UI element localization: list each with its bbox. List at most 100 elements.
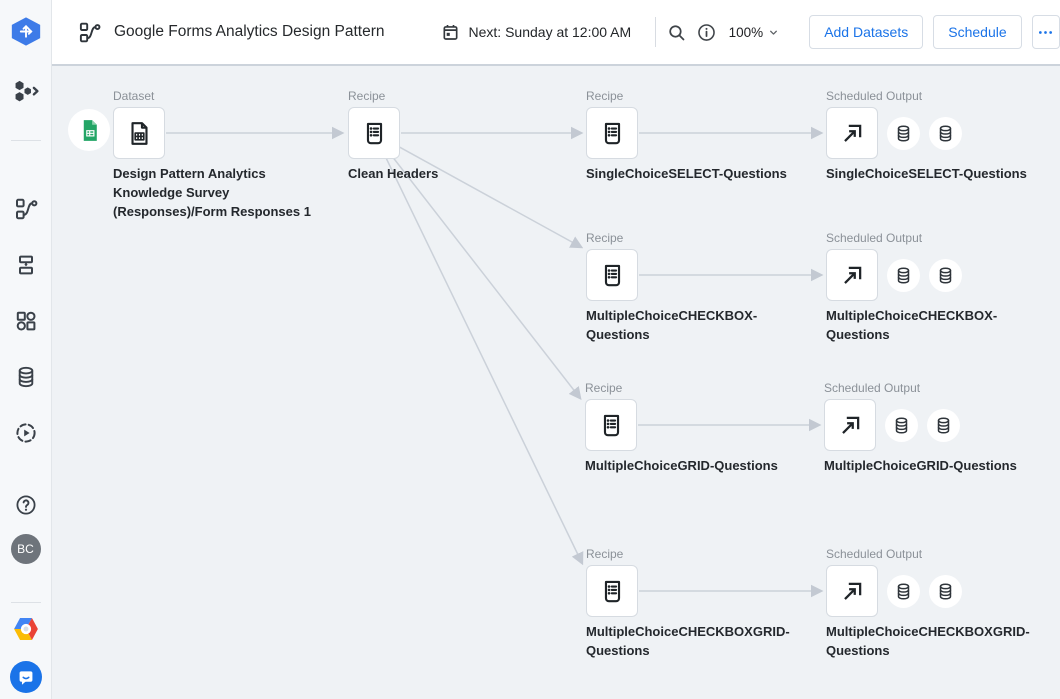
sidebar-divider: [11, 140, 41, 141]
node-type-label: Scheduled Output: [826, 231, 923, 245]
node-type-label: Scheduled Output: [826, 89, 923, 103]
recipe-node-box[interactable]: [586, 107, 638, 159]
output-node-box[interactable]: [826, 107, 878, 159]
node-type-label: Scheduled Output: [826, 547, 923, 561]
database-icon: [894, 266, 913, 285]
output-node-box[interactable]: [826, 249, 878, 301]
header-divider: [655, 17, 656, 47]
left-sidebar: BC: [0, 0, 52, 699]
flow-header: Google Forms Analytics Design Pattern Ne…: [52, 0, 1060, 66]
node-recipe-multiplechoicecheckbox: Recipe MultipleChoiceCHECKBOX-Questions: [586, 231, 798, 344]
search-icon: [666, 22, 687, 43]
node-name[interactable]: MultipleChoiceCHECKBOXGRID-Questions: [826, 624, 1030, 658]
node-dataset: Dataset Design Pattern Analytics Knowled…: [113, 89, 327, 221]
calendar-icon: [441, 23, 460, 42]
node-name[interactable]: MultipleChoiceGRID-Questions: [585, 458, 778, 473]
node-type-label: Scheduled Output: [824, 381, 921, 395]
recipe-icon: [598, 412, 625, 439]
output-destination-2[interactable]: [929, 574, 962, 608]
publish-output-icon: [839, 578, 866, 605]
hexagons-menu-icon: [12, 79, 40, 110]
dataset-table-icon: [126, 120, 153, 147]
google-cloud-icon: [12, 615, 40, 648]
recipe-icon: [599, 120, 626, 147]
output-destination-2[interactable]: [929, 258, 962, 292]
info-button[interactable]: [694, 15, 719, 49]
node-recipe-clean-headers: Recipe Clean Headers: [348, 89, 518, 183]
google-cloud-logo[interactable]: [12, 615, 40, 648]
database-icon: [936, 124, 955, 143]
output-node-box[interactable]: [824, 399, 876, 451]
node-recipe-singlechoiceselect: Recipe SingleChoiceSELECT-Questions: [586, 89, 798, 183]
user-avatar[interactable]: BC: [10, 534, 41, 564]
node-name[interactable]: MultipleChoiceCHECKBOX-Questions: [826, 308, 998, 342]
output-destination-2[interactable]: [929, 116, 962, 150]
sidebar-item-run-settings[interactable]: [14, 421, 38, 450]
node-recipe-multiplechoicecheckboxgrid: Recipe MultipleChoiceCHECKBOXGRID-Questi…: [586, 547, 798, 660]
sidebar-item-flows[interactable]: [14, 197, 38, 226]
node-name[interactable]: Design Pattern Analytics Knowledge Surve…: [113, 166, 311, 219]
recipe-icon: [361, 120, 388, 147]
sidebar-item-help[interactable]: [14, 493, 38, 522]
job-history-icon: [14, 253, 38, 282]
recipe-node-box[interactable]: [586, 565, 638, 617]
flow-icon: [78, 21, 101, 44]
avatar-initials: BC: [10, 534, 41, 564]
recipe-icon: [599, 262, 626, 289]
more-options-button[interactable]: [1031, 15, 1060, 49]
sidebar-item-library[interactable]: [14, 309, 38, 338]
publish-output-icon: [839, 262, 866, 289]
node-output-singlechoiceselect: Scheduled Output SingleChoiceSELECT-Ques…: [826, 89, 1038, 183]
sidebar-divider: [11, 602, 41, 603]
recipe-node-box[interactable]: [348, 107, 400, 159]
node-recipe-multiplechoicegrid: Recipe MultipleChoiceGRID-Questions: [585, 381, 797, 475]
output-destination-1[interactable]: [885, 408, 918, 442]
flow-icon: [14, 197, 38, 226]
dataprep-logo[interactable]: [9, 16, 43, 52]
recipe-icon: [599, 578, 626, 605]
database-icon: [894, 582, 913, 601]
database-icon: [894, 124, 913, 143]
google-sheets-icon: [77, 118, 102, 143]
node-name[interactable]: MultipleChoiceGRID-Questions: [824, 458, 1017, 473]
node-name[interactable]: Clean Headers: [348, 166, 439, 181]
info-icon: [696, 22, 717, 43]
chat-bubble-icon: [9, 661, 42, 693]
recipe-node-box[interactable]: [585, 399, 637, 451]
recipe-node-box[interactable]: [586, 249, 638, 301]
dataprep-hexagon-icon: [9, 16, 43, 52]
output-node-box[interactable]: [826, 565, 878, 617]
node-type-label: Recipe: [585, 381, 623, 395]
page-title: Google Forms Analytics Design Pattern: [114, 23, 385, 40]
add-datasets-button[interactable]: Add Datasets: [809, 15, 924, 49]
zoom-selector[interactable]: 100%: [729, 25, 782, 40]
node-name[interactable]: SingleChoiceSELECT-Questions: [826, 166, 1027, 181]
node-output-multiplechoicecheckbox: Scheduled Output MultipleChoiceCHECKBOX-…: [826, 231, 1038, 344]
next-run-text: Next: Sunday at 12:00 AM: [468, 24, 632, 40]
node-type-label: Recipe: [586, 231, 624, 245]
zoom-level: 100%: [728, 24, 764, 40]
dataset-node-box[interactable]: [113, 107, 165, 159]
database-icon: [892, 416, 911, 435]
output-destination-1[interactable]: [887, 258, 920, 292]
sidebar-item-jobs[interactable]: [14, 253, 38, 282]
output-destination-2[interactable]: [927, 408, 960, 442]
node-name[interactable]: SingleChoiceSELECT-Questions: [586, 166, 787, 181]
output-destination-1[interactable]: [887, 116, 920, 150]
sidebar-item-connections[interactable]: [14, 365, 38, 394]
node-output-multiplechoicecheckboxgrid: Scheduled Output MultipleChoiceCHECKBOXG…: [826, 547, 1038, 660]
schedule-button[interactable]: Schedule: [933, 15, 1022, 49]
node-type-label: Dataset: [113, 89, 155, 103]
node-name[interactable]: MultipleChoiceCHECKBOXGRID-Questions: [586, 624, 790, 658]
node-type-label: Recipe: [586, 89, 624, 103]
publish-output-icon: [839, 120, 866, 147]
sidebar-item-workspace-menu[interactable]: [12, 79, 40, 110]
help-icon: [14, 493, 38, 522]
support-chat-button[interactable]: [9, 661, 42, 693]
publish-output-icon: [837, 412, 864, 439]
database-icon: [934, 416, 953, 435]
node-name[interactable]: MultipleChoiceCHECKBOX-Questions: [586, 308, 758, 342]
schedule-info: Next: Sunday at 12:00 AM: [441, 23, 632, 42]
search-button[interactable]: [664, 15, 689, 49]
output-destination-1[interactable]: [887, 574, 920, 608]
